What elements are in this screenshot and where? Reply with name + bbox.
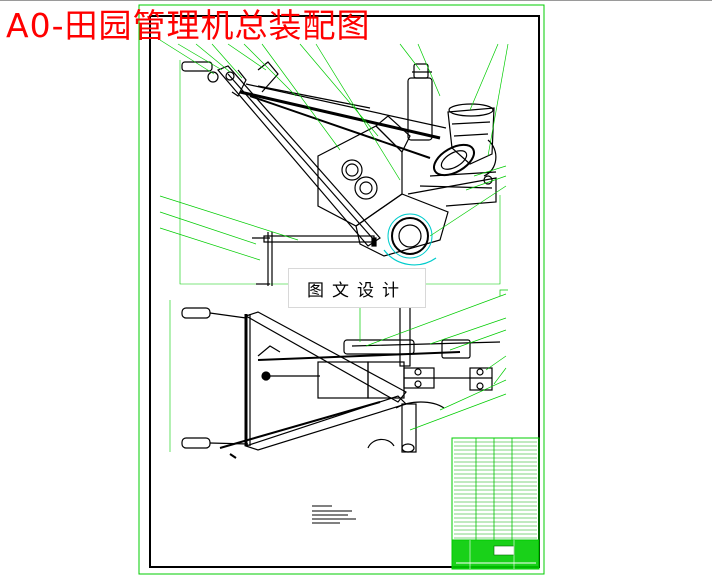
top-view-leaders — [359, 289, 508, 431]
window-top-border — [0, 0, 712, 1]
top-view — [169, 300, 501, 459]
technical-notes — [312, 505, 356, 524]
drawing-title: A0-田园管理机总装配图 — [6, 6, 371, 45]
side-view-leaders — [159, 39, 509, 261]
title-block — [451, 437, 540, 570]
parts-list — [454, 441, 537, 539]
side-view — [179, 60, 501, 286]
sheet-frame — [138, 4, 545, 575]
watermark-label: 图文设计 — [288, 268, 426, 308]
